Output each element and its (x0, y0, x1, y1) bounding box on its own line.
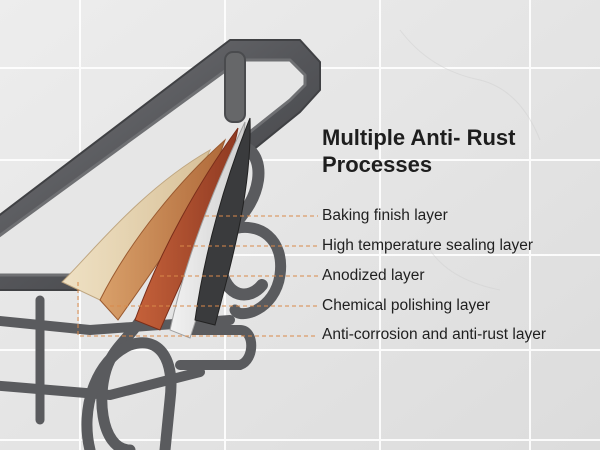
title-line-1: Multiple Anti- Rust (322, 125, 516, 150)
layer-label-anodized: Anodized layer (322, 267, 425, 284)
leader-line-anti-corrosion (77, 282, 318, 337)
layer-label-high-temperature-sealing: High temperature sealing layer (322, 237, 534, 254)
layer-label-chemical-polishing: Chemical polishing layer (322, 297, 490, 314)
leader-lines (77, 215, 318, 337)
title-line-2: Processes (322, 152, 433, 177)
layer-label-anti-corrosion: Anti-corrosion and anti-rust layer (322, 326, 546, 343)
rack-frame (0, 39, 321, 450)
layer-label-baking-finish: Baking finish layer (322, 207, 448, 224)
layer-leaf-chemical-polishing (99, 138, 227, 321)
layer-leaf-baking (194, 117, 251, 326)
page-title: Multiple Anti- Rust Processes (322, 124, 592, 178)
coating-layers (61, 117, 251, 339)
